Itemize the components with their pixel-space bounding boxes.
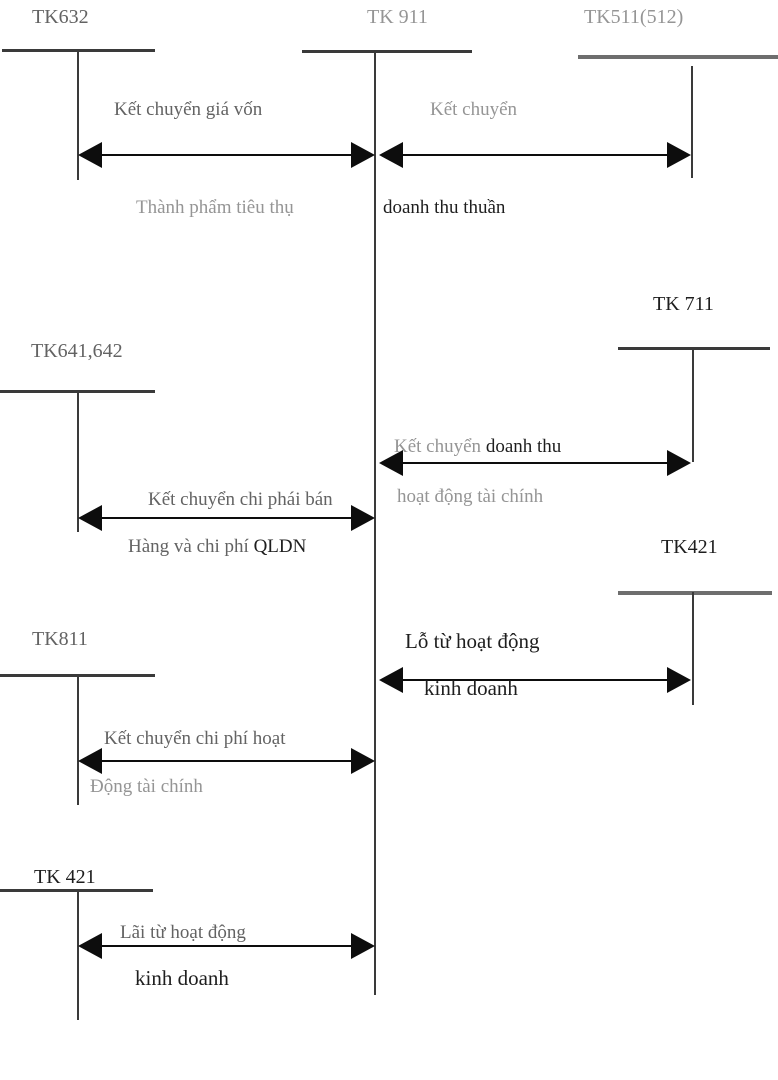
flow3-label-top-dark-part: doanh thu [485, 436, 562, 457]
arrowhead-right-icon [351, 505, 375, 531]
flow4-label-bottom: Hàng và chi phí QLDN [128, 536, 306, 558]
tk421-right-stem-line [692, 592, 694, 705]
arrowhead-right-icon [667, 667, 691, 693]
account-label-tk632: TK632 [32, 6, 89, 28]
arrowhead-right-icon [351, 748, 375, 774]
tk641-stem-line [77, 391, 79, 532]
account-label-tk421-bottom: TK 421 [34, 866, 96, 888]
arrow-operating-loss [379, 667, 691, 693]
tk711-top-line [618, 347, 770, 350]
arrow-shaft [83, 517, 370, 519]
flow5-label-top: Lỗ từ hoạt động [405, 629, 540, 653]
flow2-label-top: Kết chuyển [430, 99, 518, 120]
flow1-label-top: Kết chuyển giá vốn [114, 99, 263, 120]
flow2-label-bottom: doanh thu thuần [383, 197, 506, 218]
tk421-right-top-line [618, 591, 772, 595]
flow1-label-bottom: Thành phẩm tiêu thụ [136, 197, 294, 218]
flow4-label-bottom-dark-part: QLDN [253, 536, 307, 557]
account-label-tk641-642: TK641,642 [31, 340, 123, 362]
tk911-top-line [302, 50, 472, 53]
flow5-label-bottom: kinh doanh [424, 676, 518, 700]
tk711-stem-line [692, 348, 694, 462]
flow7-label-top: Lãi từ hoạt động [120, 922, 246, 943]
arrow-cost-of-goods [78, 142, 375, 168]
flow6-label-bottom: Động tài chính [90, 776, 203, 797]
tk511-top-line [578, 55, 778, 59]
account-label-tk711: TK 711 [653, 293, 714, 315]
account-label-tk811: TK811 [32, 628, 88, 650]
tk911-center-line [374, 51, 376, 995]
arrow-shaft [384, 462, 686, 464]
flow4-label-top: Kết chuyển chi phái bán [148, 489, 333, 510]
arrowhead-right-icon [667, 142, 691, 168]
arrowhead-right-icon [351, 933, 375, 959]
arrow-selling-admin-expenses [78, 505, 375, 531]
flow6-label-top: Kết chuyển chi phí hoạt [104, 728, 286, 749]
arrow-shaft [384, 154, 686, 156]
arrow-shaft [83, 945, 370, 947]
tk632-stem-line [77, 50, 79, 180]
flow3-label-top: Kết chuyển doanh thu [394, 436, 561, 458]
arrow-financial-revenue [379, 450, 691, 476]
arrowhead-right-icon [667, 450, 691, 476]
tk511-stem-line [691, 66, 693, 178]
arrow-shaft [384, 679, 686, 681]
flow7-label-bottom: kinh doanh [135, 966, 229, 990]
flow3-label-top-gray-part: Kết chuyển [394, 436, 486, 457]
arrow-financial-expenses [78, 748, 375, 774]
arrow-net-revenue [379, 142, 691, 168]
account-label-tk511-512: TK511(512) [584, 6, 684, 28]
flow4-label-bottom-gray-part: Hàng và chi phí [128, 536, 254, 557]
account-label-tk421-right: TK421 [661, 536, 718, 558]
flow3-label-bottom: hoạt động tài chính [397, 486, 544, 507]
tk421-bottom-top-line [0, 889, 153, 892]
tk811-stem-line [77, 675, 79, 805]
arrow-operating-profit [78, 933, 375, 959]
arrow-shaft [83, 760, 370, 762]
arrowhead-right-icon [351, 142, 375, 168]
account-label-tk911: TK 911 [367, 6, 428, 28]
arrow-shaft [83, 154, 370, 156]
